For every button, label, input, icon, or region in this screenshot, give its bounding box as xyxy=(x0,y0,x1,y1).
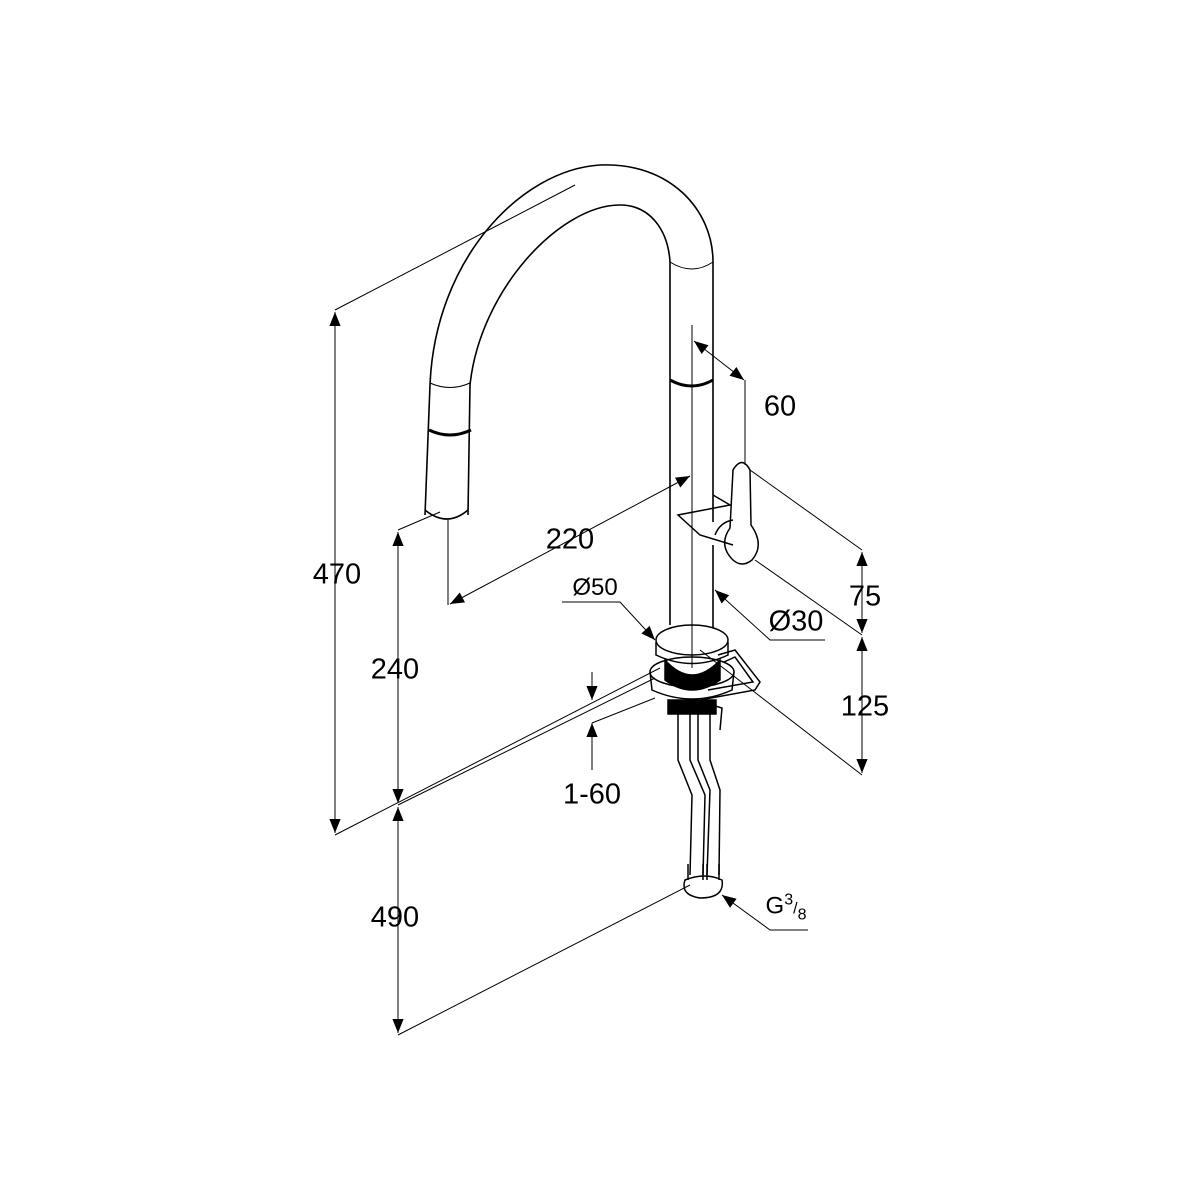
dim-lever-base-height: 125 xyxy=(840,690,890,723)
dim-base-diameter: Ø50 xyxy=(572,574,618,601)
thread-num: 3 xyxy=(784,891,794,909)
dim-hose-length: 490 xyxy=(370,901,420,934)
dim-spout-reach: 220 xyxy=(545,523,595,556)
dim-body-diameter: Ø30 xyxy=(768,605,824,638)
dimension-lines xyxy=(329,184,868,1036)
faucet-body xyxy=(424,164,714,628)
lever-handle xyxy=(676,461,759,565)
faucet-base xyxy=(649,624,761,899)
dim-outlet-height: 240 xyxy=(370,653,420,686)
dim-connection-thread: G3/8 xyxy=(766,892,807,925)
fraction-slash: / xyxy=(793,900,798,918)
thread-prefix: G xyxy=(765,892,785,920)
dim-mount-thickness: 1-60 xyxy=(562,778,622,811)
thread-den: 8 xyxy=(797,906,807,924)
dim-total-height: 470 xyxy=(312,558,362,591)
dim-lever-height: 75 xyxy=(848,580,882,613)
dim-lever-offset: 60 xyxy=(763,390,797,423)
